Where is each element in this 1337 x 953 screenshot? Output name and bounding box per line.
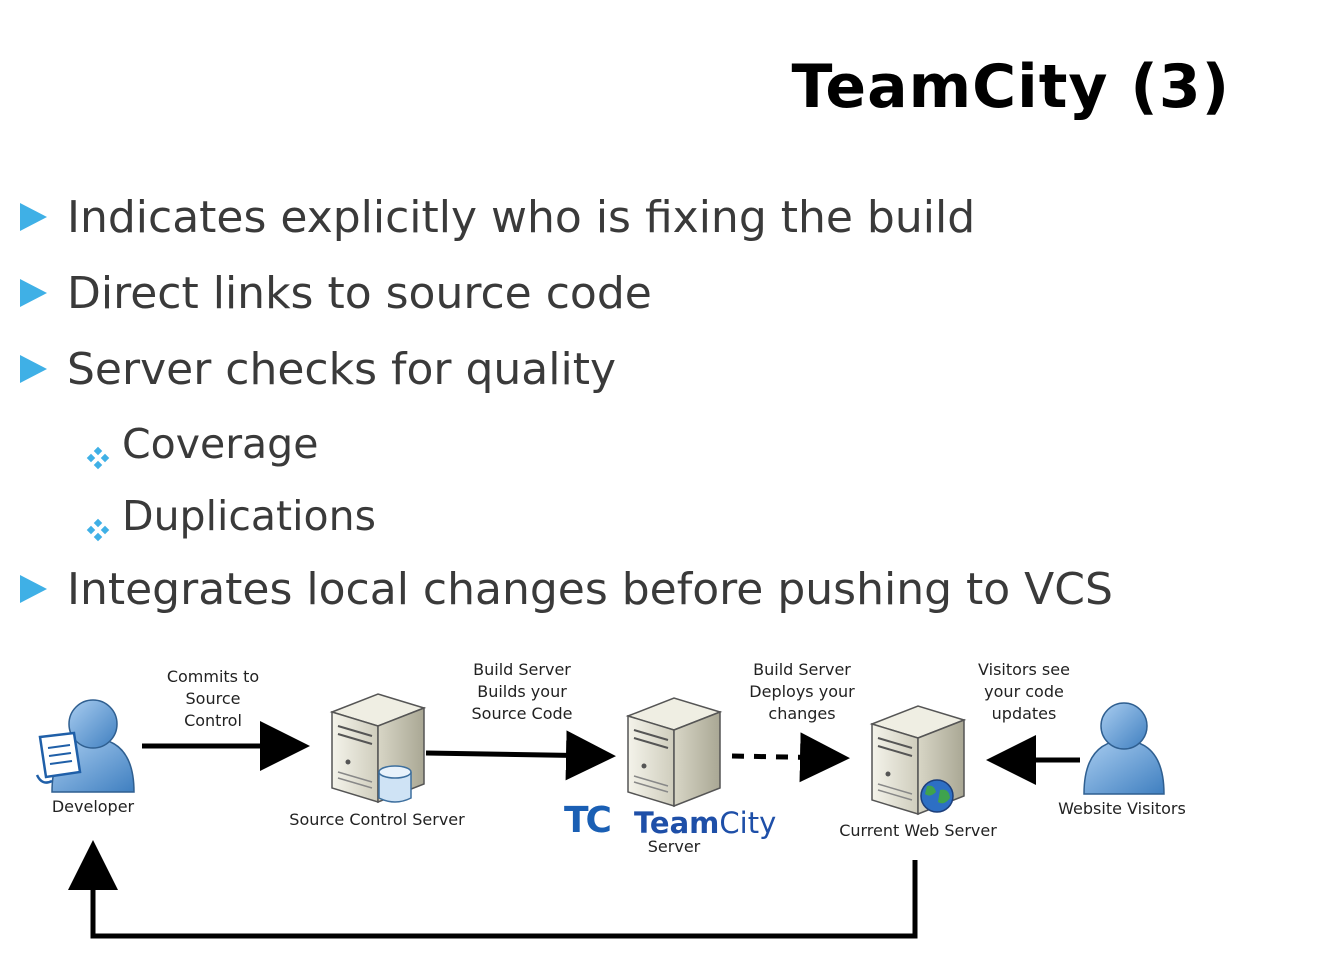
- bullet-text: Server checks for quality: [67, 344, 617, 395]
- node-label-developer: Developer: [51, 797, 135, 816]
- diamond-bullet-icon: [86, 432, 110, 470]
- bullet-3: Server checks for quality: [20, 344, 616, 395]
- node-label-teamcity-server: Server: [647, 837, 701, 856]
- sub-bullet-1: Coverage: [86, 420, 319, 470]
- bullet-2: Direct links to source code: [20, 268, 652, 319]
- slide-title: TeamCity (3): [791, 52, 1230, 122]
- teamcity-logo-wordmark: TeamCity: [634, 806, 777, 840]
- edge-label-builds: Build Server Builds your Source Code: [471, 660, 573, 723]
- arrow-build: [425, 730, 616, 781]
- triangle-bullet-icon: [20, 575, 47, 603]
- bullet-text: Integrates local changes before pushing …: [67, 564, 1113, 615]
- node-label-current-web-server: Current Web Server: [839, 821, 997, 840]
- node-label-website-visitors: Website Visitors: [1058, 799, 1186, 818]
- edge-label-deploys: Build Server Deploys your changes: [749, 660, 855, 723]
- bullet-4: Integrates local changes before pushing …: [20, 564, 1113, 615]
- teamcity-logo-mark: TC: [564, 800, 612, 841]
- edge-label-visitors: Visitors see your code updates: [978, 660, 1070, 723]
- arrow-deploy-dashed: [731, 732, 850, 783]
- globe-icon: [920, 779, 954, 813]
- arrow-feedback-loop: [68, 840, 918, 939]
- sub-bullet-2: Duplications: [86, 492, 376, 542]
- document-scroll-icon: [35, 731, 82, 784]
- bullet-1: Indicates explicitly who is fixing the b…: [20, 192, 975, 243]
- database-icon: [378, 765, 412, 803]
- node-label-source-control-server: Source Control Server: [289, 810, 465, 829]
- bullet-text: Indicates explicitly who is fixing the b…: [67, 192, 976, 243]
- sub-bullet-text: Duplications: [122, 492, 376, 540]
- developer-icon: [35, 699, 135, 793]
- website-visitors-icon: [1083, 702, 1165, 795]
- edge-label-commits: Commits to Source Control: [166, 667, 260, 730]
- diamond-bullet-icon: [86, 504, 110, 542]
- teamcity-server-icon: [625, 697, 723, 808]
- triangle-bullet-icon: [20, 355, 47, 383]
- bullet-text: Direct links to source code: [67, 268, 652, 319]
- sub-bullet-text: Coverage: [122, 420, 319, 468]
- triangle-bullet-icon: [20, 203, 47, 231]
- triangle-bullet-icon: [20, 279, 47, 307]
